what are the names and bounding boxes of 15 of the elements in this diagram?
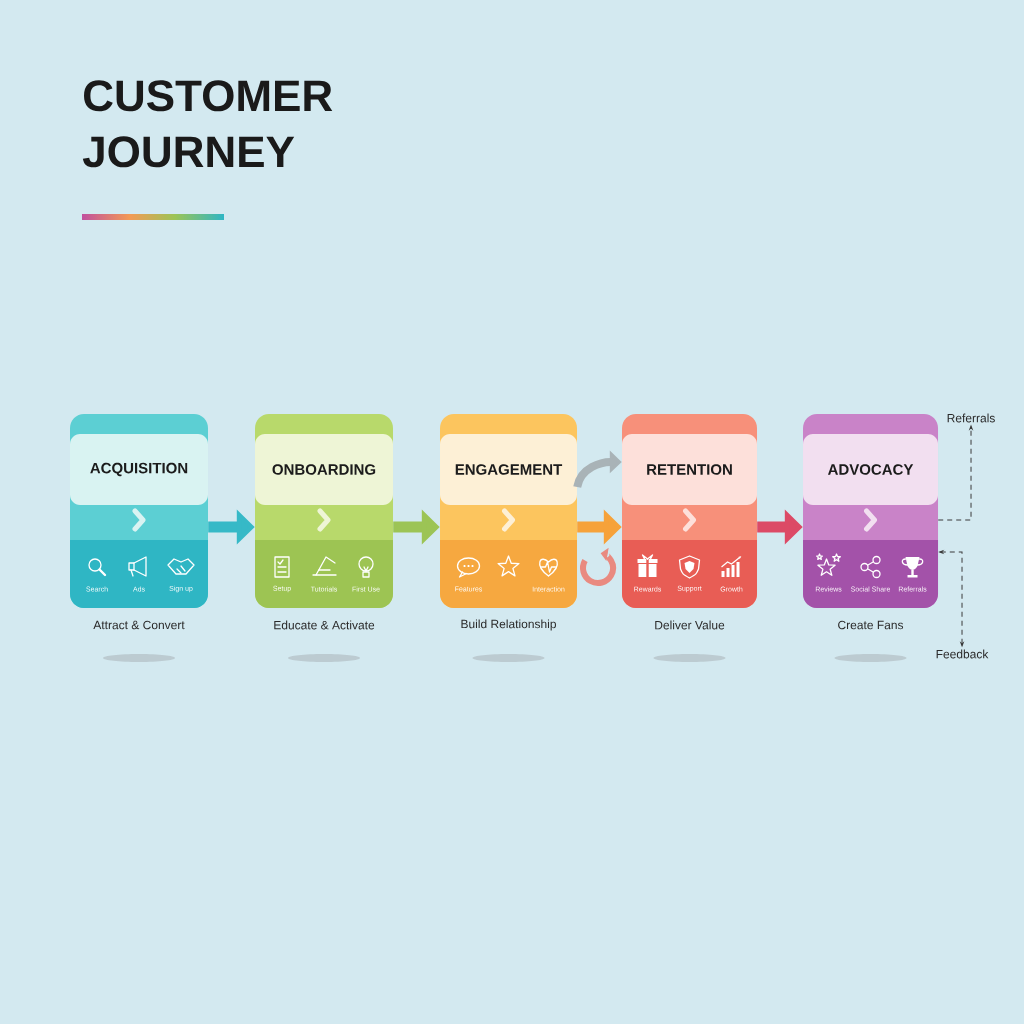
stage-caption: Attract & Convert	[93, 620, 185, 630]
stage-caption: Create Fans	[838, 620, 904, 630]
arrow	[937, 425, 973, 521]
stage-header: ACQUISITION	[70, 434, 208, 505]
title: CUSTOMER JOURNEY	[82, 80, 333, 168]
stage-caption: Deliver Value	[655, 620, 725, 630]
stage-header: ONBOARDING	[255, 434, 393, 505]
stage-header: RETENTION	[622, 434, 757, 505]
arrow	[939, 550, 964, 647]
stage-header: ADVOCACY	[803, 434, 938, 505]
stage-caption: Educate & Activate	[274, 620, 375, 630]
side-label: Referrals	[947, 413, 995, 423]
stage-caption: Build Relationship	[461, 619, 556, 631]
side-label: Feedback	[936, 649, 989, 659]
stage-header: ENGAGEMENT	[440, 434, 577, 505]
